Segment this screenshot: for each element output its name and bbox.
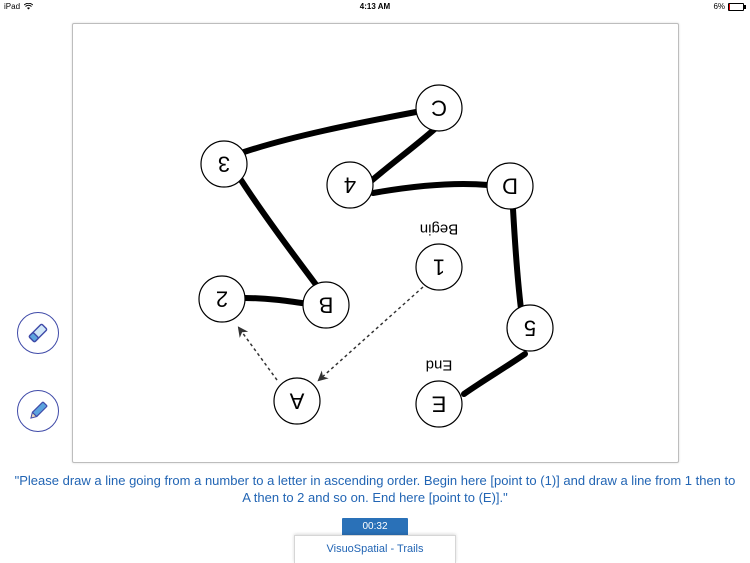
stroke-4-D — [370, 181, 491, 196]
node-4-label: 4 — [344, 173, 356, 198]
node-C-label: C — [431, 96, 447, 121]
node-D: D — [486, 162, 534, 210]
battery-icon — [728, 2, 746, 11]
node-C: C — [415, 84, 463, 132]
node-D-label: D — [502, 174, 518, 199]
stroke-C-4 — [367, 124, 440, 185]
eraser-button[interactable] — [17, 312, 59, 354]
wifi-icon — [24, 2, 34, 10]
node-2-label: 2 — [216, 287, 228, 312]
status-battery: 6% — [713, 2, 746, 11]
stroke-3-B — [238, 177, 320, 289]
node-5-label: 5 — [524, 316, 536, 341]
device-label: iPad — [4, 2, 21, 11]
node-E: E — [415, 380, 463, 428]
battery-percent: 6% — [713, 2, 725, 11]
pen-button[interactable] — [17, 390, 59, 432]
stroke-3-C — [241, 109, 419, 155]
drawn-lines — [238, 109, 528, 397]
instruction-text: "Please draw a line going from a number … — [14, 473, 736, 505]
arrow-A-to-2 — [237, 326, 278, 381]
node-1-label: 1 — [433, 255, 445, 280]
node-A: A — [273, 377, 321, 425]
status-device: iPad — [4, 2, 34, 11]
example-arrows — [237, 286, 424, 382]
eraser-icon — [28, 323, 48, 343]
status-time: 4:13 AM — [359, 2, 391, 11]
begin-label: Begin — [420, 221, 458, 238]
node-A-label: A — [289, 389, 304, 414]
stroke-5-E — [461, 351, 528, 397]
timer-badge: 00:32 — [342, 518, 408, 536]
node-2: 2 — [198, 275, 246, 323]
node-E-label: E — [432, 392, 447, 417]
drawing-canvas[interactable]: 1 A 2 B 3 C 4 D — [72, 23, 679, 463]
trails-drawing: 1 A 2 B 3 C 4 D — [198, 84, 554, 428]
status-bar: iPad 4:13 AM 6% — [0, 0, 750, 12]
node-1: 1 — [415, 243, 463, 291]
node-3: 3 — [200, 140, 248, 188]
end-label: End — [426, 357, 453, 374]
node-B: B — [302, 281, 350, 329]
node-4: 4 — [326, 161, 374, 209]
pen-icon — [30, 401, 48, 419]
arrow-1-to-A — [317, 286, 424, 382]
node-5: 5 — [506, 304, 554, 352]
tab-visuospatial-trails[interactable]: VisuoSpatial - Trails — [294, 535, 456, 563]
stroke-D-5 — [510, 206, 524, 312]
node-B-label: B — [319, 293, 334, 318]
stroke-2-B — [242, 295, 312, 307]
node-3-label: 3 — [218, 152, 230, 177]
